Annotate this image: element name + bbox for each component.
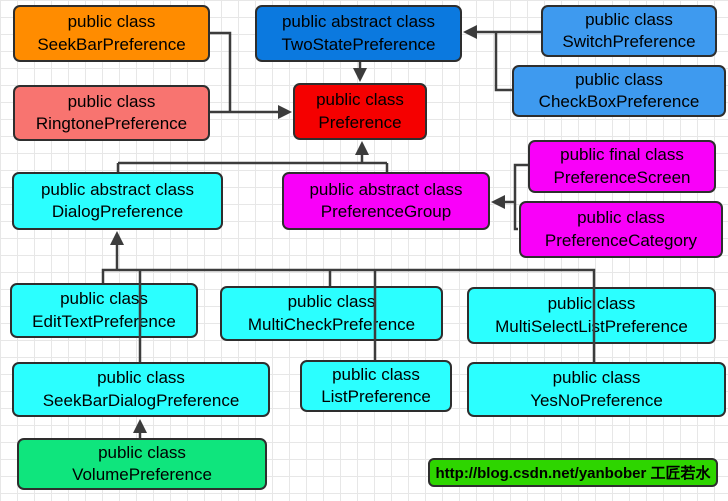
node-modifier-text: public class	[67, 91, 156, 111]
node-multicheck-preference: public class MultiCheckPreference	[220, 286, 443, 341]
node-checkbox-preference: public class CheckBoxPreference	[512, 65, 726, 117]
node-modifier-text: public class	[552, 368, 641, 388]
blog-url-watermark: http://blog.csdn.net/yanbober 工匠若水	[428, 458, 718, 487]
node-volume-preference: public class VolumePreference	[17, 438, 267, 490]
node-list-preference: public class ListPreference	[300, 360, 452, 412]
node-modifier-text: public class	[316, 90, 404, 110]
node-edittext-preference: public class EditTextPreference	[10, 283, 198, 338]
node-class-name: SeekBarDialogPreference	[42, 390, 240, 410]
node-class-name: ListPreference	[321, 387, 431, 406]
node-class-name: PreferenceCategory	[544, 230, 698, 250]
node-class-name: YesNoPreference	[530, 390, 663, 410]
node-class-name: CheckBoxPreference	[538, 92, 700, 111]
node-class-name: EditTextPreference	[32, 311, 176, 331]
arrowhead-into-preference-bottom	[355, 141, 369, 155]
node-modifier-text: public class	[97, 368, 185, 388]
node-modifier-text: public abstract class	[281, 12, 436, 32]
arrowhead-into-preferencegroup-right	[491, 195, 505, 209]
node-modifier-text: public class	[585, 9, 673, 29]
node-modifier-text: public class	[577, 208, 665, 228]
node-class-name: RingtonePreference	[35, 114, 188, 133]
node-modifier-text: public class	[575, 69, 663, 89]
node-class-name: PreferenceGroup	[320, 202, 452, 221]
node-class-name: Preference	[318, 112, 402, 132]
node-seekbar-preference: public class SeekBarPreference	[13, 5, 210, 62]
node-class-name: TwoStatePreference	[281, 34, 436, 54]
edge-group-bus-to-preference	[116, 154, 389, 172]
node-modifier-text: public abstract class	[40, 179, 195, 199]
edge-checkbox-to-join	[494, 32, 512, 92]
node-seekbardialog-preference: public class SeekBarDialogPreference	[12, 362, 270, 417]
node-ringtone-preference: public class RingtonePreference	[13, 85, 210, 141]
node-two-state-preference: public abstract class TwoStatePreference	[255, 5, 462, 62]
arrowhead-into-twostate-right	[463, 25, 477, 39]
edge-seekbar-to-join	[210, 31, 232, 112]
node-class-name: PreferenceScreen	[553, 167, 691, 187]
node-switch-preference: public class SwitchPreference	[541, 5, 717, 57]
node-modifier-text: public class	[60, 289, 148, 309]
node-preference-category: public class PreferenceCategory	[519, 201, 723, 258]
arrowhead-into-preference-top	[353, 68, 367, 82]
node-modifier-text: public class	[98, 442, 186, 462]
node-preference-group: public abstract class PreferenceGroup	[282, 172, 490, 230]
node-modifier-text: public abstract class	[309, 179, 463, 199]
node-class-name: SwitchPreference	[562, 32, 696, 51]
node-modifier-text: public class	[67, 12, 156, 32]
node-preference-screen: public final class PreferenceScreen	[528, 140, 716, 193]
node-class-name: DialogPreference	[51, 202, 184, 221]
node-modifier-text: public class	[287, 292, 376, 312]
node-yesno-preference: public class YesNoPreference	[467, 362, 726, 417]
node-class-name: VolumePreference	[72, 465, 212, 484]
node-preference: public class Preference	[293, 83, 427, 140]
arrowhead-into-preference-left	[278, 105, 292, 119]
node-class-name: MultiSelectListPreference	[495, 316, 688, 336]
node-modifier-text: public class	[547, 294, 636, 314]
arrowhead-into-dialogpreference-bottom	[110, 231, 124, 245]
arrowhead-into-seekbardialog-bottom	[133, 419, 147, 433]
blog-url-text: http://blog.csdn.net/yanbober 工匠若水	[435, 465, 711, 482]
node-class-name: MultiCheckPreference	[247, 314, 416, 334]
node-modifier-text: public final class	[560, 145, 684, 165]
node-modifier-text: public class	[332, 364, 420, 384]
node-multiselectlist-preference: public class MultiSelectListPreference	[467, 287, 716, 344]
node-class-name: SeekBarPreference	[37, 34, 186, 54]
node-dialog-preference: public abstract class DialogPreference	[12, 172, 223, 230]
